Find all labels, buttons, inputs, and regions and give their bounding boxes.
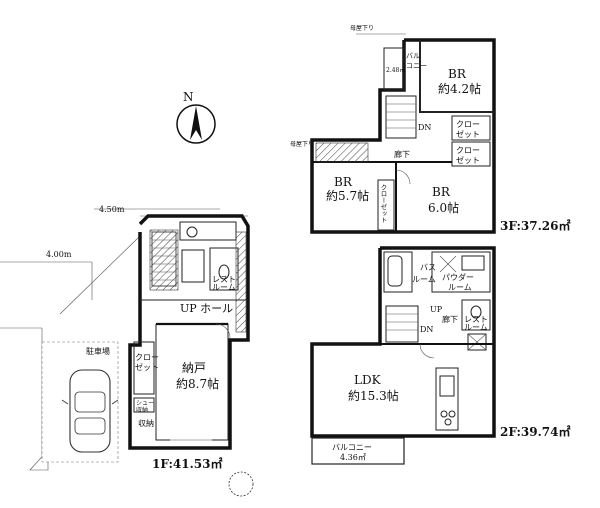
floor-2-balcony-box	[311, 437, 405, 465]
floor-2-hallway-label: 廊下	[442, 314, 458, 324]
floor-2-utility-box	[467, 333, 487, 351]
floor-2-plan: バス ルーム パウダー ルーム UP DN 廊下 レスト ルーム L	[310, 246, 570, 465]
floor-2-area-label: 2F:39.74㎡	[500, 424, 570, 439]
bedroom-c-size: 6.0帖	[428, 200, 459, 215]
floor-2-balcony-line1: バルコニー	[332, 443, 372, 452]
floor-2-restroom-line2: ルーム	[464, 323, 488, 332]
sink-icon	[439, 375, 455, 397]
road-width-lower: 4.00m	[46, 250, 72, 259]
bedroom-a-name: BR	[448, 67, 467, 81]
floor-1-stair-hatch	[149, 229, 179, 291]
floor-2-stairs	[385, 305, 419, 343]
floor-3-balcony-line1: バル	[406, 52, 420, 60]
floor-2-stairs-down: DN	[420, 325, 433, 334]
north-label: N	[183, 90, 194, 104]
floor-1-area-label: 1F:41.53㎡	[152, 456, 222, 471]
stove-burner-icon	[440, 410, 448, 418]
floor-1-toilet-icon	[218, 264, 230, 280]
floor-3-balcony-area: 2.48㎡	[386, 66, 405, 74]
floor-1-storage-label: 収納	[138, 418, 154, 428]
entrance-porch	[179, 221, 237, 241]
entrance-fixture-icon	[186, 226, 198, 238]
floor-1-restroom-line1: レスト	[212, 275, 236, 284]
washbasin-icon	[461, 255, 485, 271]
car-icon	[61, 369, 119, 453]
shoe-storage-line1: シュー	[136, 400, 154, 407]
floor-3-closet-a	[451, 115, 491, 141]
floor-1-restroom-line2: ルーム	[212, 283, 236, 292]
floor-3-closet-vertical-label: クローゼット	[379, 184, 387, 224]
floor-3-hatch	[315, 142, 369, 163]
floor-3-stairs	[385, 95, 417, 139]
floor-3-closet-a-line2: ゼット	[456, 129, 480, 139]
road-width-upper: 4.50m	[99, 205, 125, 214]
floor-3-stairs-down: DN	[418, 123, 431, 132]
kitchen-counter	[435, 367, 459, 431]
parking-label: 駐車場	[86, 346, 110, 356]
floor-1-closet-box	[133, 341, 155, 395]
floor-3-closet-b-line1: クロー	[456, 146, 480, 155]
bedroom-a-wall	[419, 40, 494, 113]
tree-icon	[228, 471, 254, 497]
bathroom-box	[383, 251, 413, 293]
floor-1-closet-line1: クロー	[135, 353, 159, 362]
site-context: 4.50m 4.00m 駐車場	[0, 205, 254, 497]
bedroom-b-name: BR	[334, 175, 353, 189]
floor-3-plan: 母屋下り 母屋下り バル コニー 2.48㎡ BR 約4.2帖 DN クロー ゼ…	[290, 25, 570, 234]
floor-3-eaves-note-left: 母屋下り	[290, 141, 314, 148]
floor-3-balcony-line2: コニー	[406, 62, 427, 70]
floor-3-closet-vertical	[377, 179, 395, 231]
north-arrow-icon	[190, 106, 202, 140]
powder-room-line2: ルーム	[448, 283, 472, 292]
storage-room-name: 納戸	[182, 361, 206, 375]
floor-2-toilet-icon	[470, 305, 482, 319]
floor-3-area-label: 3F:37.26㎡	[500, 218, 570, 233]
floor-1-right-hatch	[235, 231, 247, 333]
compass: N	[176, 90, 216, 144]
bedroom-c-name: BR	[432, 185, 451, 199]
floor-3-closet-b	[451, 141, 491, 167]
floor-2-restroom-line1: レスト	[464, 315, 488, 324]
floor-1-outer-wall	[128, 214, 250, 450]
floor-3-balcony-box	[383, 47, 405, 91]
floor-1-closet-line2: ゼット	[135, 362, 159, 372]
bathtub-icon	[387, 255, 403, 287]
floor-3-door-swing	[395, 169, 411, 185]
powder-room-line1: パウダー	[442, 272, 474, 282]
bedroom-b-size: 約5.7帖	[326, 188, 369, 203]
washer-icon-b	[439, 255, 457, 273]
shoe-storage-line2: 収納	[136, 406, 148, 414]
shoe-storage-box	[181, 249, 205, 283]
ldk-name: LDK	[354, 373, 382, 387]
storage-room-size: 約8.7帖	[176, 376, 219, 391]
powder-room-box	[431, 251, 491, 293]
shoe-storage-label-box	[133, 397, 155, 413]
floor-1-stairs	[151, 231, 177, 287]
bathroom-line2: ルーム	[412, 275, 436, 284]
floor-3-closet-b-line2: ゼット	[456, 155, 480, 165]
floor-2-restroom-box	[461, 299, 491, 331]
floor-3-hallway-label: 廊下	[394, 149, 410, 159]
floor-2-door-swing	[419, 343, 435, 359]
ldk-size: 約15.3帖	[348, 388, 399, 403]
floor-1-hall-label: UP ホール	[180, 302, 233, 315]
floor-2-stairs-up: UP	[430, 305, 443, 314]
floor-3-eaves-note-top: 母屋下り	[350, 25, 374, 32]
road-diagonal	[59, 235, 141, 315]
floor-1-plan: レスト ルーム UP ホール 納戸 約8.7帖 クロー ゼット シュー 収納 収…	[128, 214, 250, 471]
floor-2-balcony-line2: 4.36㎡	[340, 453, 366, 462]
bathroom-line1: バス	[420, 263, 436, 272]
floor-3-closet-a-line1: クロー	[456, 120, 480, 129]
floor-1-door-swing	[215, 323, 231, 339]
bedroom-a-size: 約4.2帖	[438, 81, 481, 96]
